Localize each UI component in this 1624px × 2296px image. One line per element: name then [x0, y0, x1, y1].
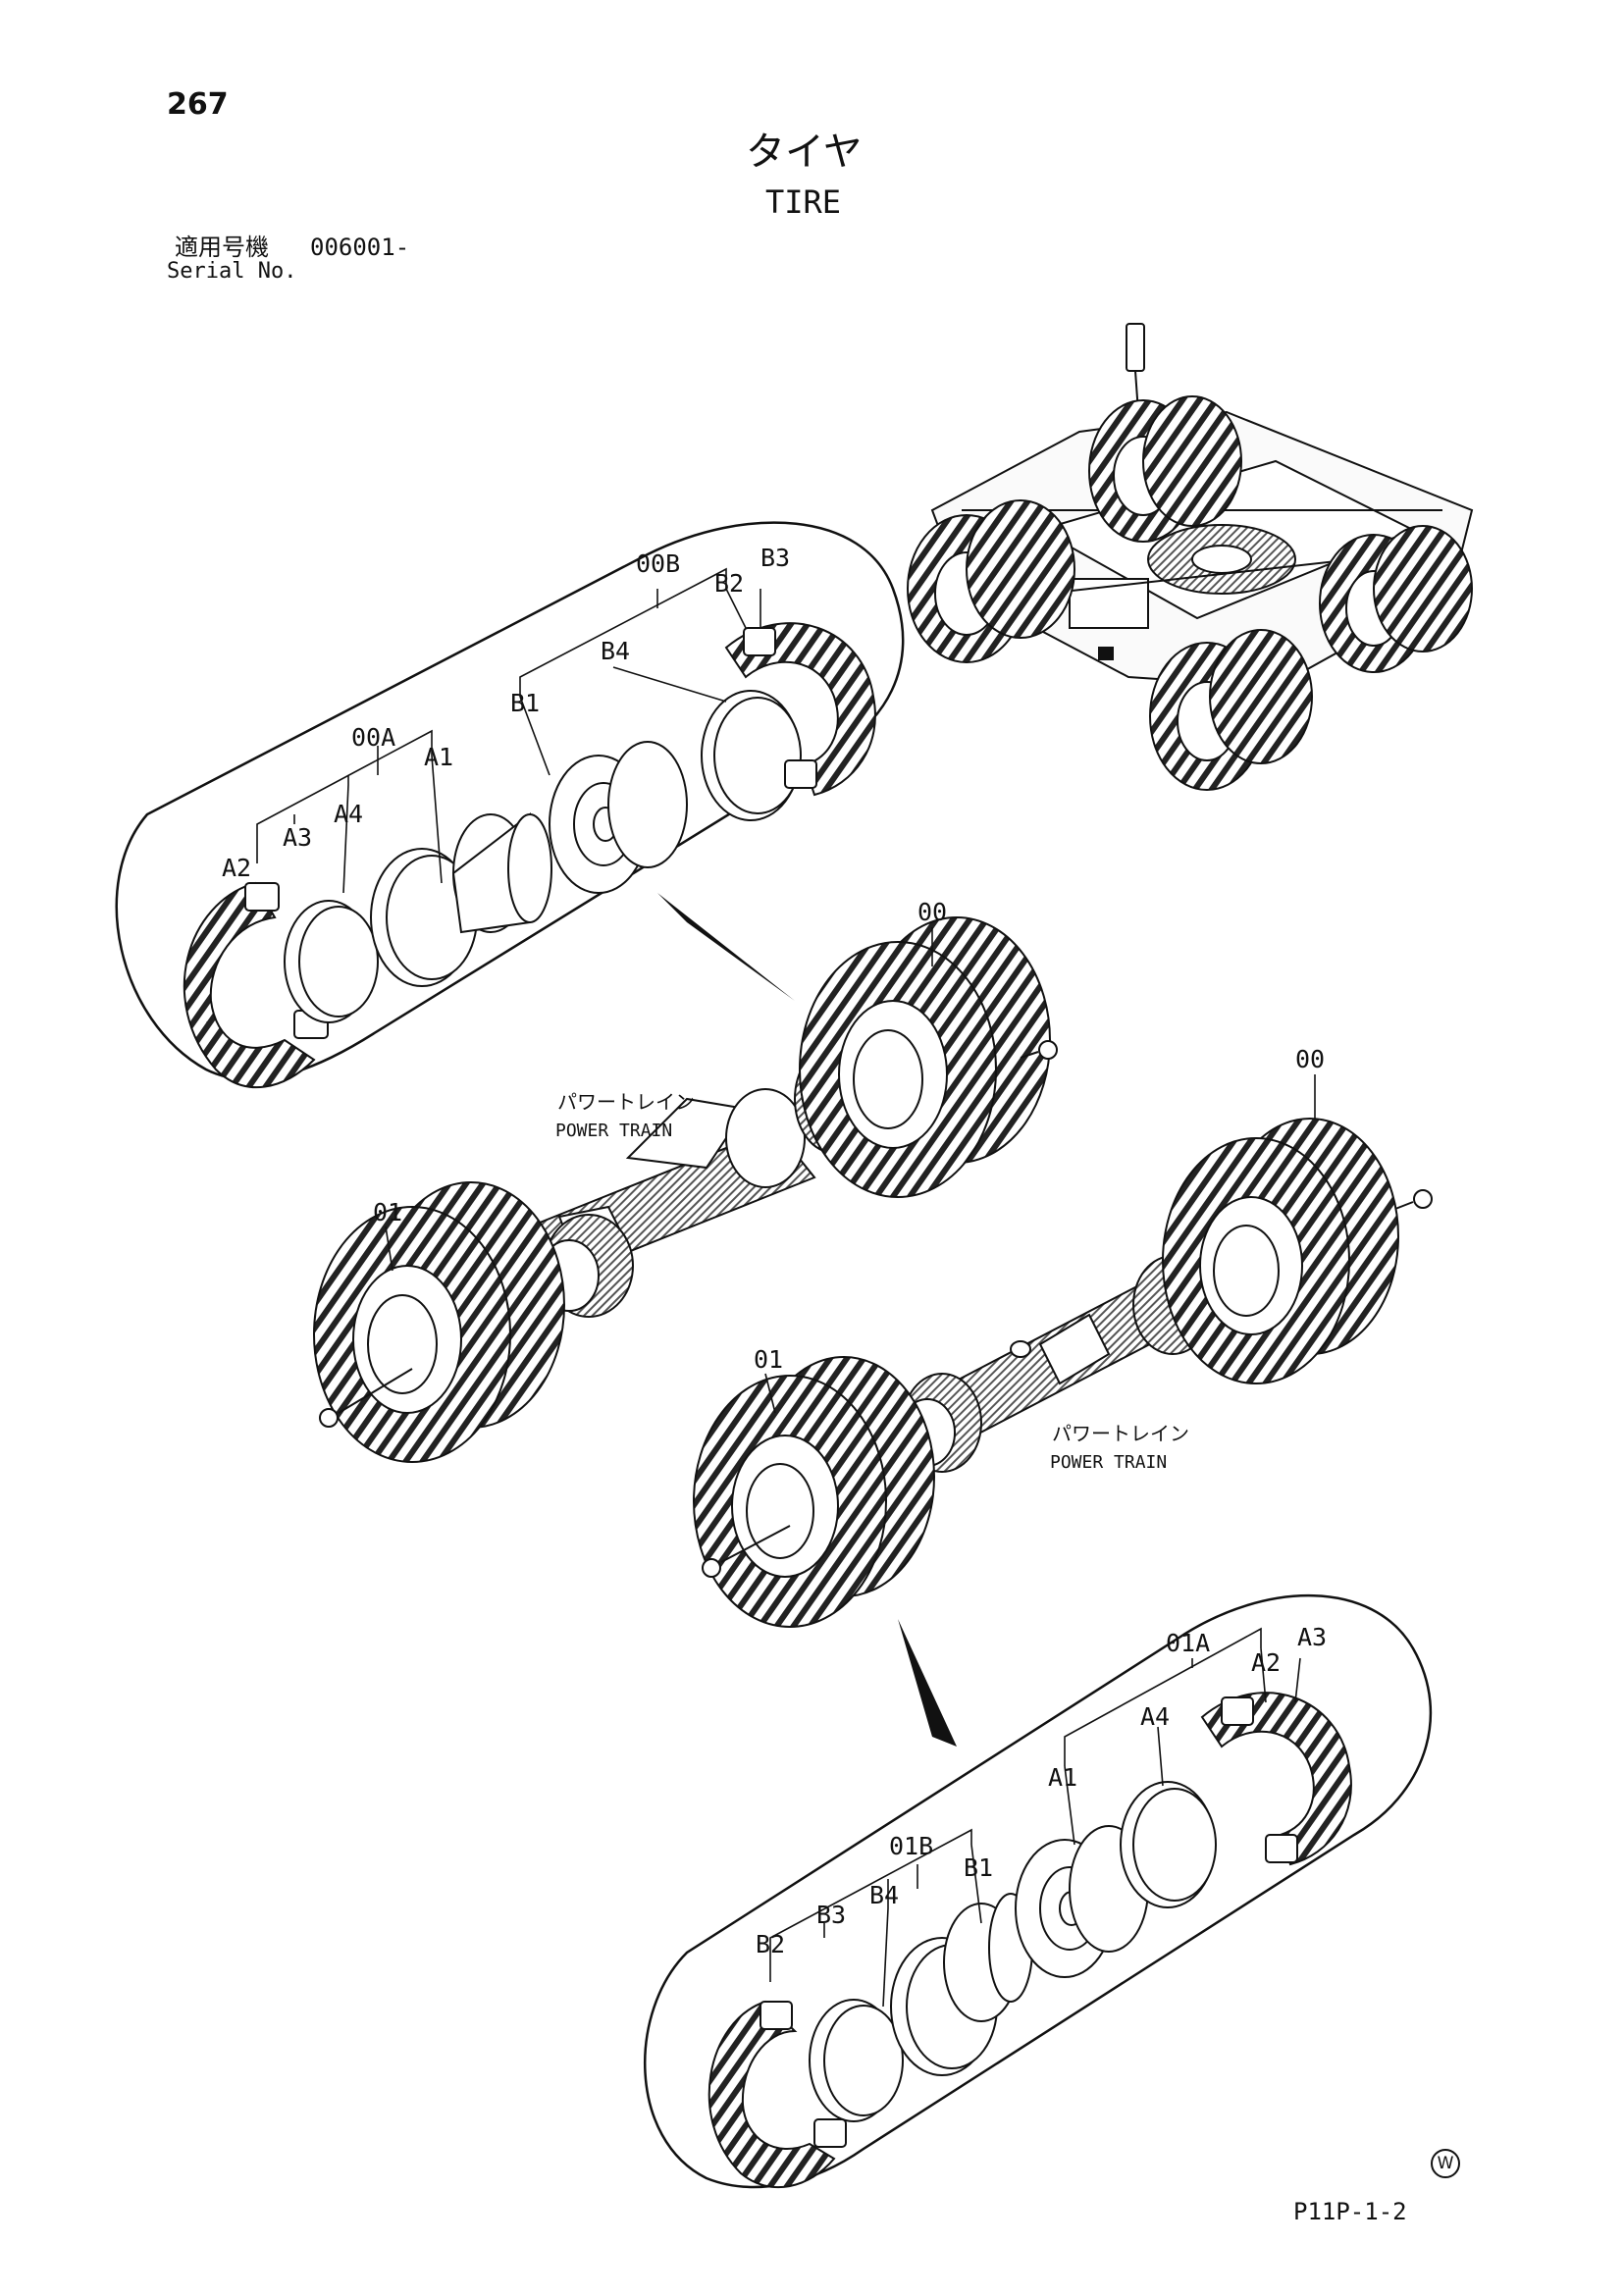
label-a2-upper: A2	[222, 854, 251, 882]
upper-lock-ring-b4	[701, 690, 802, 821]
label-01-front: 01	[373, 1198, 402, 1226]
power-train-label-jp-rear: パワートレイン	[1052, 1422, 1189, 1445]
front-dual-tire-right-00	[799, 916, 1051, 1198]
label-b4-upper: B4	[601, 637, 630, 665]
label-a1-lower: A1	[1048, 1763, 1077, 1792]
rear-dual-tire-left-01	[693, 1356, 935, 1628]
wheel-nut-icon	[702, 1558, 721, 1578]
label-00b: 00B	[636, 549, 680, 578]
figure-code: P11P-1-2	[1293, 2198, 1407, 2225]
wheel-nut-icon	[319, 1408, 339, 1428]
upper-wheel-disc-b1	[549, 741, 688, 894]
label-01-rear: 01	[754, 1345, 783, 1374]
label-a2-lower: A2	[1251, 1648, 1281, 1677]
serial-number-value: 006001-	[310, 234, 410, 261]
label-a3-upper: A3	[283, 823, 312, 852]
front-dual-tire-left-01	[313, 1181, 565, 1463]
page-number: 267	[167, 87, 229, 122]
power-train-label-en-front: POWER TRAIN	[555, 1121, 672, 1141]
lower-half-tire-inner	[1200, 1692, 1352, 1866]
lower-leader-lines	[769, 1627, 1301, 2008]
label-b1-upper: B1	[510, 689, 540, 717]
wheel-nut-icon	[1038, 1040, 1058, 1060]
vehicle-tire-rear-right	[1088, 395, 1242, 543]
assembly-leader-lines	[385, 927, 1316, 1414]
rear-axle-assembly	[693, 1118, 1433, 1628]
w-mark-icon: W	[1431, 2149, 1460, 2178]
upper-exploded-capsule	[115, 521, 905, 1089]
label-a3-lower: A3	[1297, 1623, 1327, 1651]
label-b4-lower: B4	[869, 1881, 899, 1909]
serial-label-japanese: 適用号機	[175, 234, 269, 261]
lower-capsule-pointer	[898, 1619, 957, 1747]
label-00a: 00A	[351, 723, 395, 752]
vehicle-tire-front-left	[1149, 629, 1313, 791]
upper-bead-ring-a3	[284, 900, 379, 1023]
upper-half-tire-inner	[724, 622, 876, 797]
lower-bead-ring-b3	[809, 1999, 904, 2122]
upper-leader-lines	[256, 567, 761, 894]
vehicle-tire-front-right	[1319, 525, 1473, 673]
label-01b: 01B	[889, 1832, 933, 1860]
vehicle-overview-illustration	[907, 323, 1474, 791]
upper-capsule-pointer	[657, 893, 795, 1001]
rear-dual-tire-right-00	[1162, 1118, 1399, 1384]
label-a1-upper: A1	[424, 743, 453, 771]
title-japanese: タイヤ	[746, 130, 863, 175]
label-b3-upper: B3	[760, 544, 790, 572]
power-train-label-en-rear: POWER TRAIN	[1050, 1452, 1167, 1473]
part-labels: 00A A1 A4 A3 A2 B1 B4 00B B2 B3 00 00 01…	[222, 544, 1327, 1958]
label-b1-lower: B1	[964, 1853, 993, 1882]
label-01a: 01A	[1166, 1629, 1210, 1657]
lower-exploded-capsule	[644, 1594, 1433, 2189]
lower-lock-ring-a4	[1120, 1781, 1217, 1908]
label-b2-lower: B2	[756, 1930, 785, 1958]
power-train-label-jp-front: パワートレイン	[557, 1090, 695, 1114]
lower-half-tire-outer	[707, 2000, 847, 2189]
front-axle-assembly	[313, 916, 1058, 1463]
label-b3-lower: B3	[816, 1901, 846, 1929]
wheel-nut-icon	[1413, 1189, 1433, 1209]
serial-label-english: Serial No.	[167, 259, 297, 284]
label-00-front: 00	[917, 898, 947, 926]
upper-half-tire-outer	[183, 881, 329, 1089]
label-a4-lower: A4	[1140, 1702, 1170, 1731]
label-a4-upper: A4	[334, 800, 363, 828]
label-b2-upper: B2	[714, 569, 744, 598]
label-00-rear: 00	[1295, 1045, 1325, 1073]
upper-rim-a1	[451, 811, 552, 934]
vehicle-tire-rear-left	[907, 499, 1075, 663]
title-english: TIRE	[765, 183, 842, 221]
